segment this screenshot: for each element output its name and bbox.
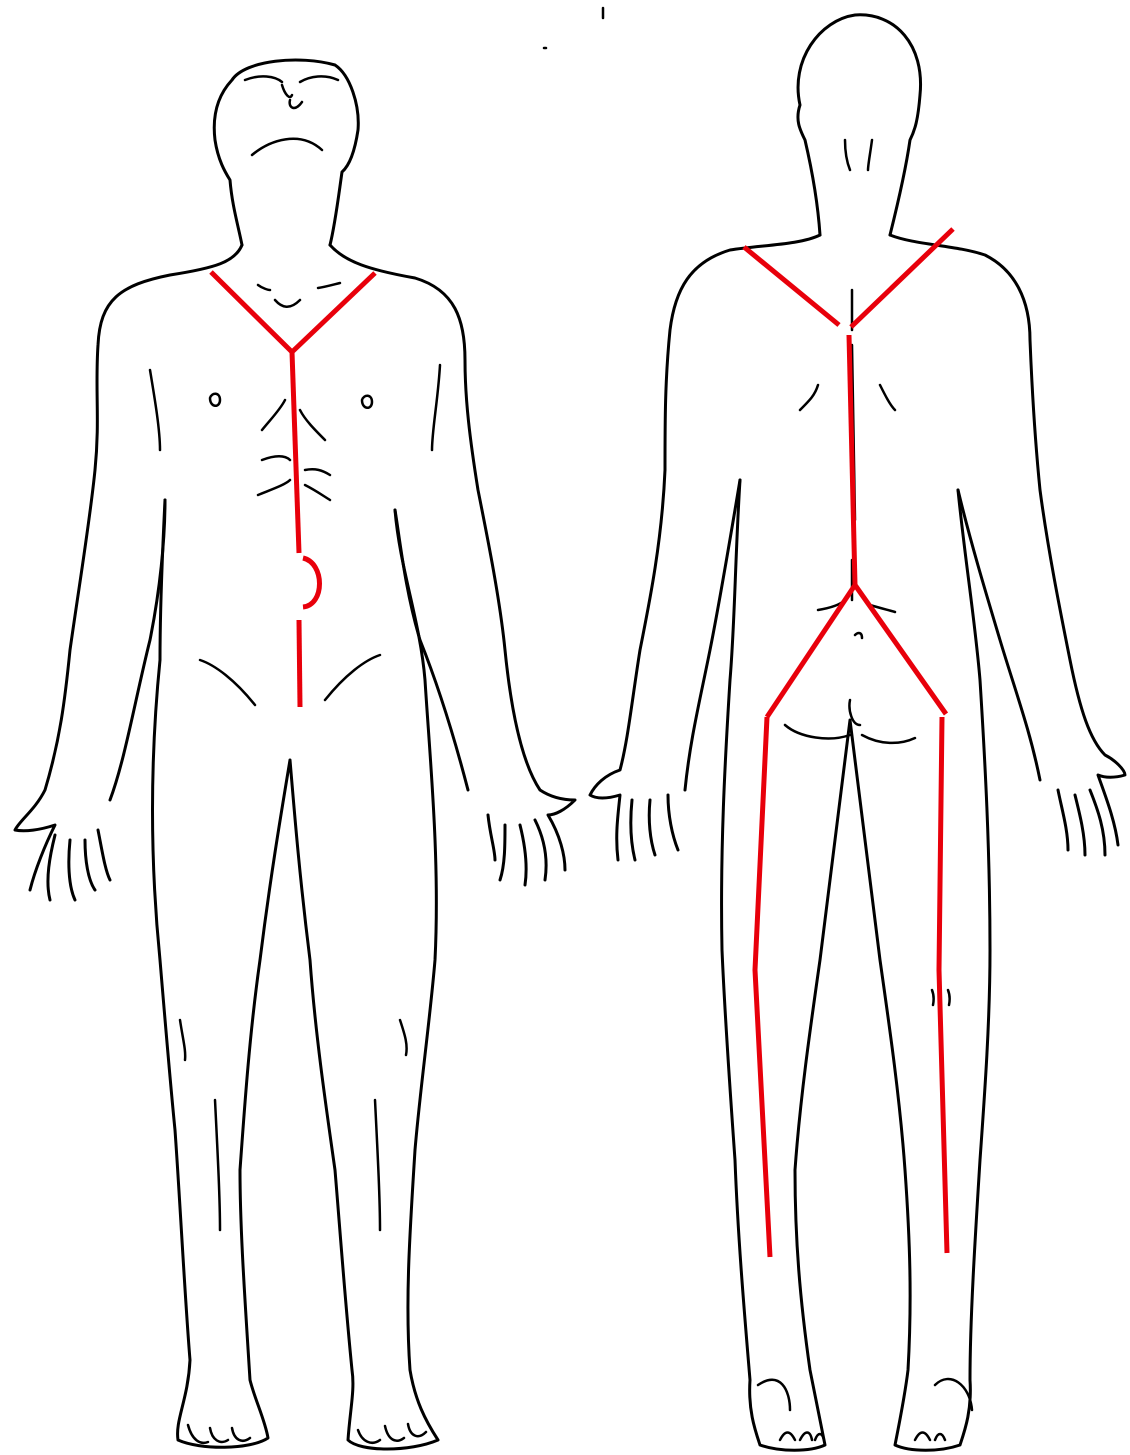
front-incision-midline-lower <box>299 620 300 707</box>
back-incision-left-leg <box>755 717 770 1257</box>
front-toes <box>188 1424 426 1443</box>
front-incision-left-clavicle <box>211 272 292 352</box>
back-torso-right <box>890 235 1125 855</box>
front-figure <box>15 60 575 1449</box>
front-head <box>214 60 358 245</box>
stray-marks <box>544 8 603 48</box>
back-legs <box>722 480 990 1450</box>
back-incision-right-leg <box>939 717 947 1253</box>
front-torso-left <box>15 245 242 900</box>
back-figure <box>590 15 1125 1450</box>
front-face-details <box>245 76 338 155</box>
back-incision-right-hip <box>855 585 946 714</box>
back-torso-left <box>590 235 820 860</box>
front-torso-right <box>330 245 575 885</box>
back-incision-left-hip <box>767 585 855 717</box>
front-legs <box>153 500 439 1449</box>
incision-lines <box>211 229 953 1257</box>
front-incision-umbilicus-arc <box>303 558 320 607</box>
back-head <box>798 15 921 235</box>
back-incision-right-shoulder <box>851 229 953 327</box>
back-incision-left-shoulder <box>744 247 839 325</box>
back-incision-spine <box>849 335 855 585</box>
front-incision-midline-upper <box>292 352 299 553</box>
back-head-details <box>845 140 872 170</box>
